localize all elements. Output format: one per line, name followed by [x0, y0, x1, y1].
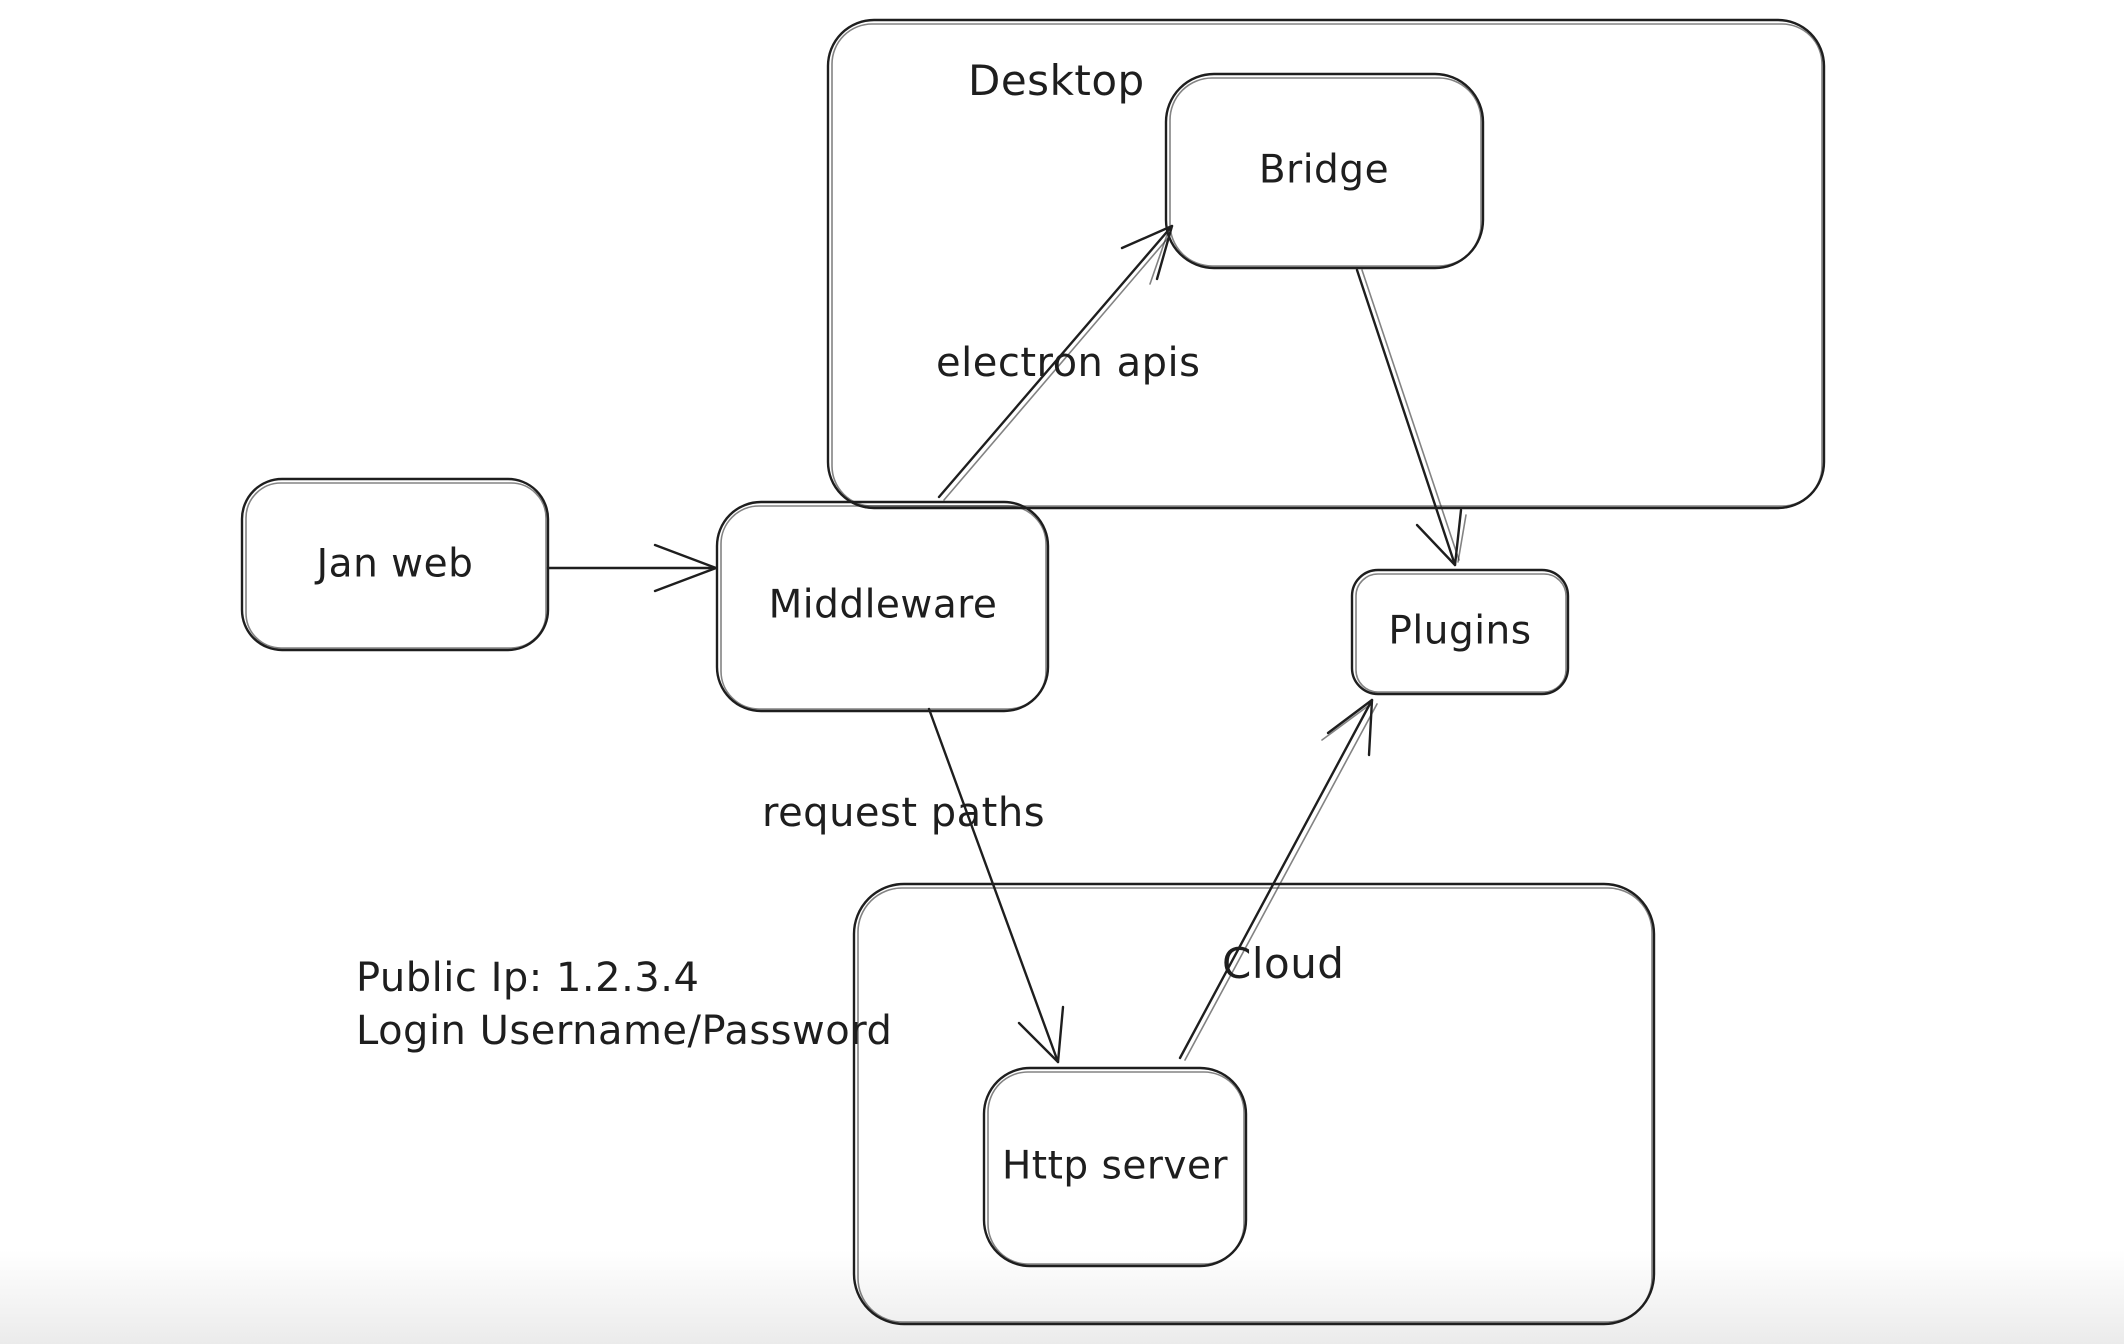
edge-jan-web-to-middleware[interactable]	[548, 545, 716, 591]
note-line-login: Login Username/Password	[356, 1007, 893, 1054]
edge-bridge-to-plugins[interactable]	[1357, 270, 1466, 565]
jan-web-node[interactable]	[242, 479, 548, 650]
bridge-node-label: Bridge	[1258, 147, 1390, 193]
desktop-container-label[interactable]: Desktop	[968, 56, 1145, 105]
plugins-node-label: Plugins	[1388, 608, 1532, 654]
cloud-container-shape[interactable]	[854, 884, 1654, 1324]
jan-web-node-label: Jan web	[316, 541, 474, 587]
cloud-container-label[interactable]: Cloud	[1222, 939, 1345, 988]
edge-http-server-to-plugins[interactable]	[1180, 700, 1377, 1060]
edge-middleware-to-http-server[interactable]	[929, 709, 1063, 1062]
note-line-public-ip: Public Ip: 1.2.3.4	[356, 955, 700, 1001]
middleware-node[interactable]	[717, 502, 1048, 711]
http-server-node-label: Http server	[1001, 1143, 1229, 1189]
middleware-node-label: Middleware	[768, 582, 998, 628]
http-server-node[interactable]	[984, 1068, 1246, 1266]
request-paths-edge-label[interactable]: request paths	[762, 790, 1046, 836]
plugins-node[interactable]	[1352, 570, 1568, 694]
note-text[interactable]: Public Ip: 1.2.3.4 Login Username/Passwo…	[356, 952, 892, 1058]
electron-apis-edge-label[interactable]: electron apis	[936, 340, 1201, 386]
desktop-container-shape[interactable]	[828, 20, 1824, 508]
bridge-node[interactable]	[1166, 74, 1483, 268]
edge-middleware-to-bridge[interactable]	[939, 226, 1172, 500]
